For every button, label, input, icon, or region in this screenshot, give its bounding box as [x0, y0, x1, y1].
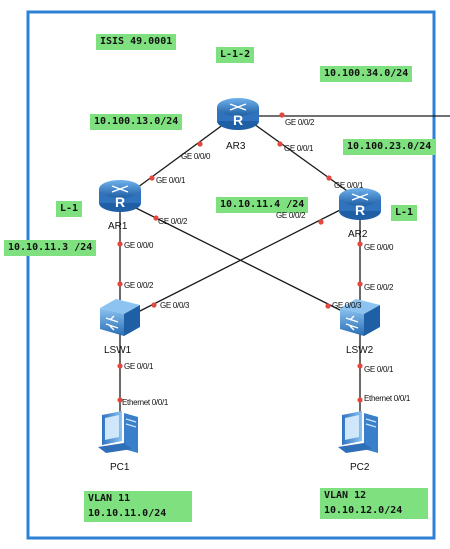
port-label-ar3-ge001: GE 0/0/1: [284, 144, 314, 153]
router-icon-ar3[interactable]: R: [217, 98, 259, 130]
device-name-lsw2: LSW2: [346, 345, 374, 356]
port-dot-lsw2-ge001: [357, 363, 363, 369]
link-ar3-ar2: [253, 123, 351, 194]
port-label-lsw1-ge001: GE 0/0/1: [124, 362, 154, 371]
link-ar3-ar1: [129, 123, 225, 194]
port-label-ar1-ge000: GE 0/0/0: [124, 241, 154, 250]
port-label-ar3-ge000: GE 0/0/0: [181, 152, 211, 161]
vlan11-network-label: 10.10.11.0/24: [84, 506, 192, 522]
device-name-ar2: AR2: [348, 229, 368, 240]
device-name-ar3: AR3: [226, 141, 246, 152]
svg-text:R: R: [355, 202, 365, 218]
isis-area-label: ISIS 49.0001: [96, 34, 177, 50]
diagram-frame: [26, 10, 436, 540]
port-label-ar2-ge001: GE 0/0/1: [334, 181, 364, 190]
port-label-lsw1-ge003: GE 0/0/3: [160, 301, 190, 310]
port-label-ar3-ge002: GE 0/0/2: [285, 118, 315, 127]
ar2-ip-label: 10.10.11.4 /24: [216, 197, 309, 213]
network-23-label: 10.100.23.0/24: [343, 139, 436, 155]
port-dot-ar1-ge000: [117, 241, 123, 247]
port-dot-ar3-ge000: [197, 141, 203, 147]
port-label-ar2-ge000: GE 0/0/0: [364, 243, 394, 252]
port-label-ar2-ge002: GE 0/0/2: [276, 211, 306, 220]
port-dot-ar1-ge002: [153, 215, 159, 221]
port-dot-lsw2-ge002: [357, 281, 363, 287]
port-label-pc1-eth: Ethernet 0/0/1: [122, 398, 169, 407]
device-name-pc1: PC1: [110, 462, 130, 473]
port-label-pc2-eth: Ethernet 0/0/1: [364, 394, 411, 403]
port-dot-lsw1-ge002: [117, 281, 123, 287]
device-name-pc2: PC2: [350, 462, 370, 473]
port-dot-lsw1-ge001: [117, 363, 123, 369]
vlan12-label: VLAN 12: [320, 488, 428, 504]
device-name-lsw1: LSW1: [104, 345, 132, 356]
vlan11-label: VLAN 11: [84, 491, 192, 507]
switch-icon-lsw2[interactable]: [340, 299, 380, 336]
port-dot-pc2-eth: [357, 397, 363, 403]
vlan12-network-label: 10.10.12.0/24: [320, 503, 428, 519]
router-icon-ar1[interactable]: R: [99, 180, 141, 212]
port-dot-ar2-ge002: [318, 219, 324, 225]
port-dot-ar2-ge001: [326, 175, 332, 181]
port-label-lsw1-ge002: GE 0/0/2: [124, 281, 154, 290]
port-label-lsw2-ge003: GE 0/0/3: [332, 301, 362, 310]
port-label-lsw2-ge002: GE 0/0/2: [364, 283, 394, 292]
port-dot-ar3-ge001: [277, 141, 283, 147]
port-dot-lsw1-ge003: [151, 302, 157, 308]
port-dot-lsw2-ge003: [325, 303, 331, 309]
pc-icon-pc2[interactable]: [338, 411, 378, 453]
ar1-ip-label: 10.10.11.3 /24: [4, 240, 97, 256]
port-label-ar1-ge002: GE 0/0/2: [158, 217, 188, 226]
port-dot-ar3-ge002: [279, 112, 285, 118]
svg-text:R: R: [233, 112, 243, 128]
port-dot-ar1-ge001: [149, 175, 155, 181]
link-ar2-lsw1: [129, 204, 351, 317]
port-label-ar1-ge001: GE 0/0/1: [156, 176, 186, 185]
port-label-lsw2-ge001: GE 0/0/1: [364, 365, 394, 374]
port-dot-pc1-eth: [117, 397, 123, 403]
ar3-level-label: L-1-2: [216, 47, 255, 63]
device-name-ar1: AR1: [108, 221, 128, 232]
port-dot-ar2-ge000: [357, 241, 363, 247]
ar2-level-label: L-1: [391, 205, 418, 221]
router-icon-ar2[interactable]: R: [339, 188, 381, 220]
network-13-label: 10.100.13.0/24: [90, 114, 183, 130]
switch-icon-lsw1[interactable]: [100, 299, 140, 336]
pc-icon-pc1[interactable]: [98, 411, 138, 453]
network-34-label: 10.100.34.0/24: [320, 66, 413, 82]
svg-text:R: R: [115, 194, 125, 210]
ar1-level-label: L-1: [56, 201, 83, 217]
